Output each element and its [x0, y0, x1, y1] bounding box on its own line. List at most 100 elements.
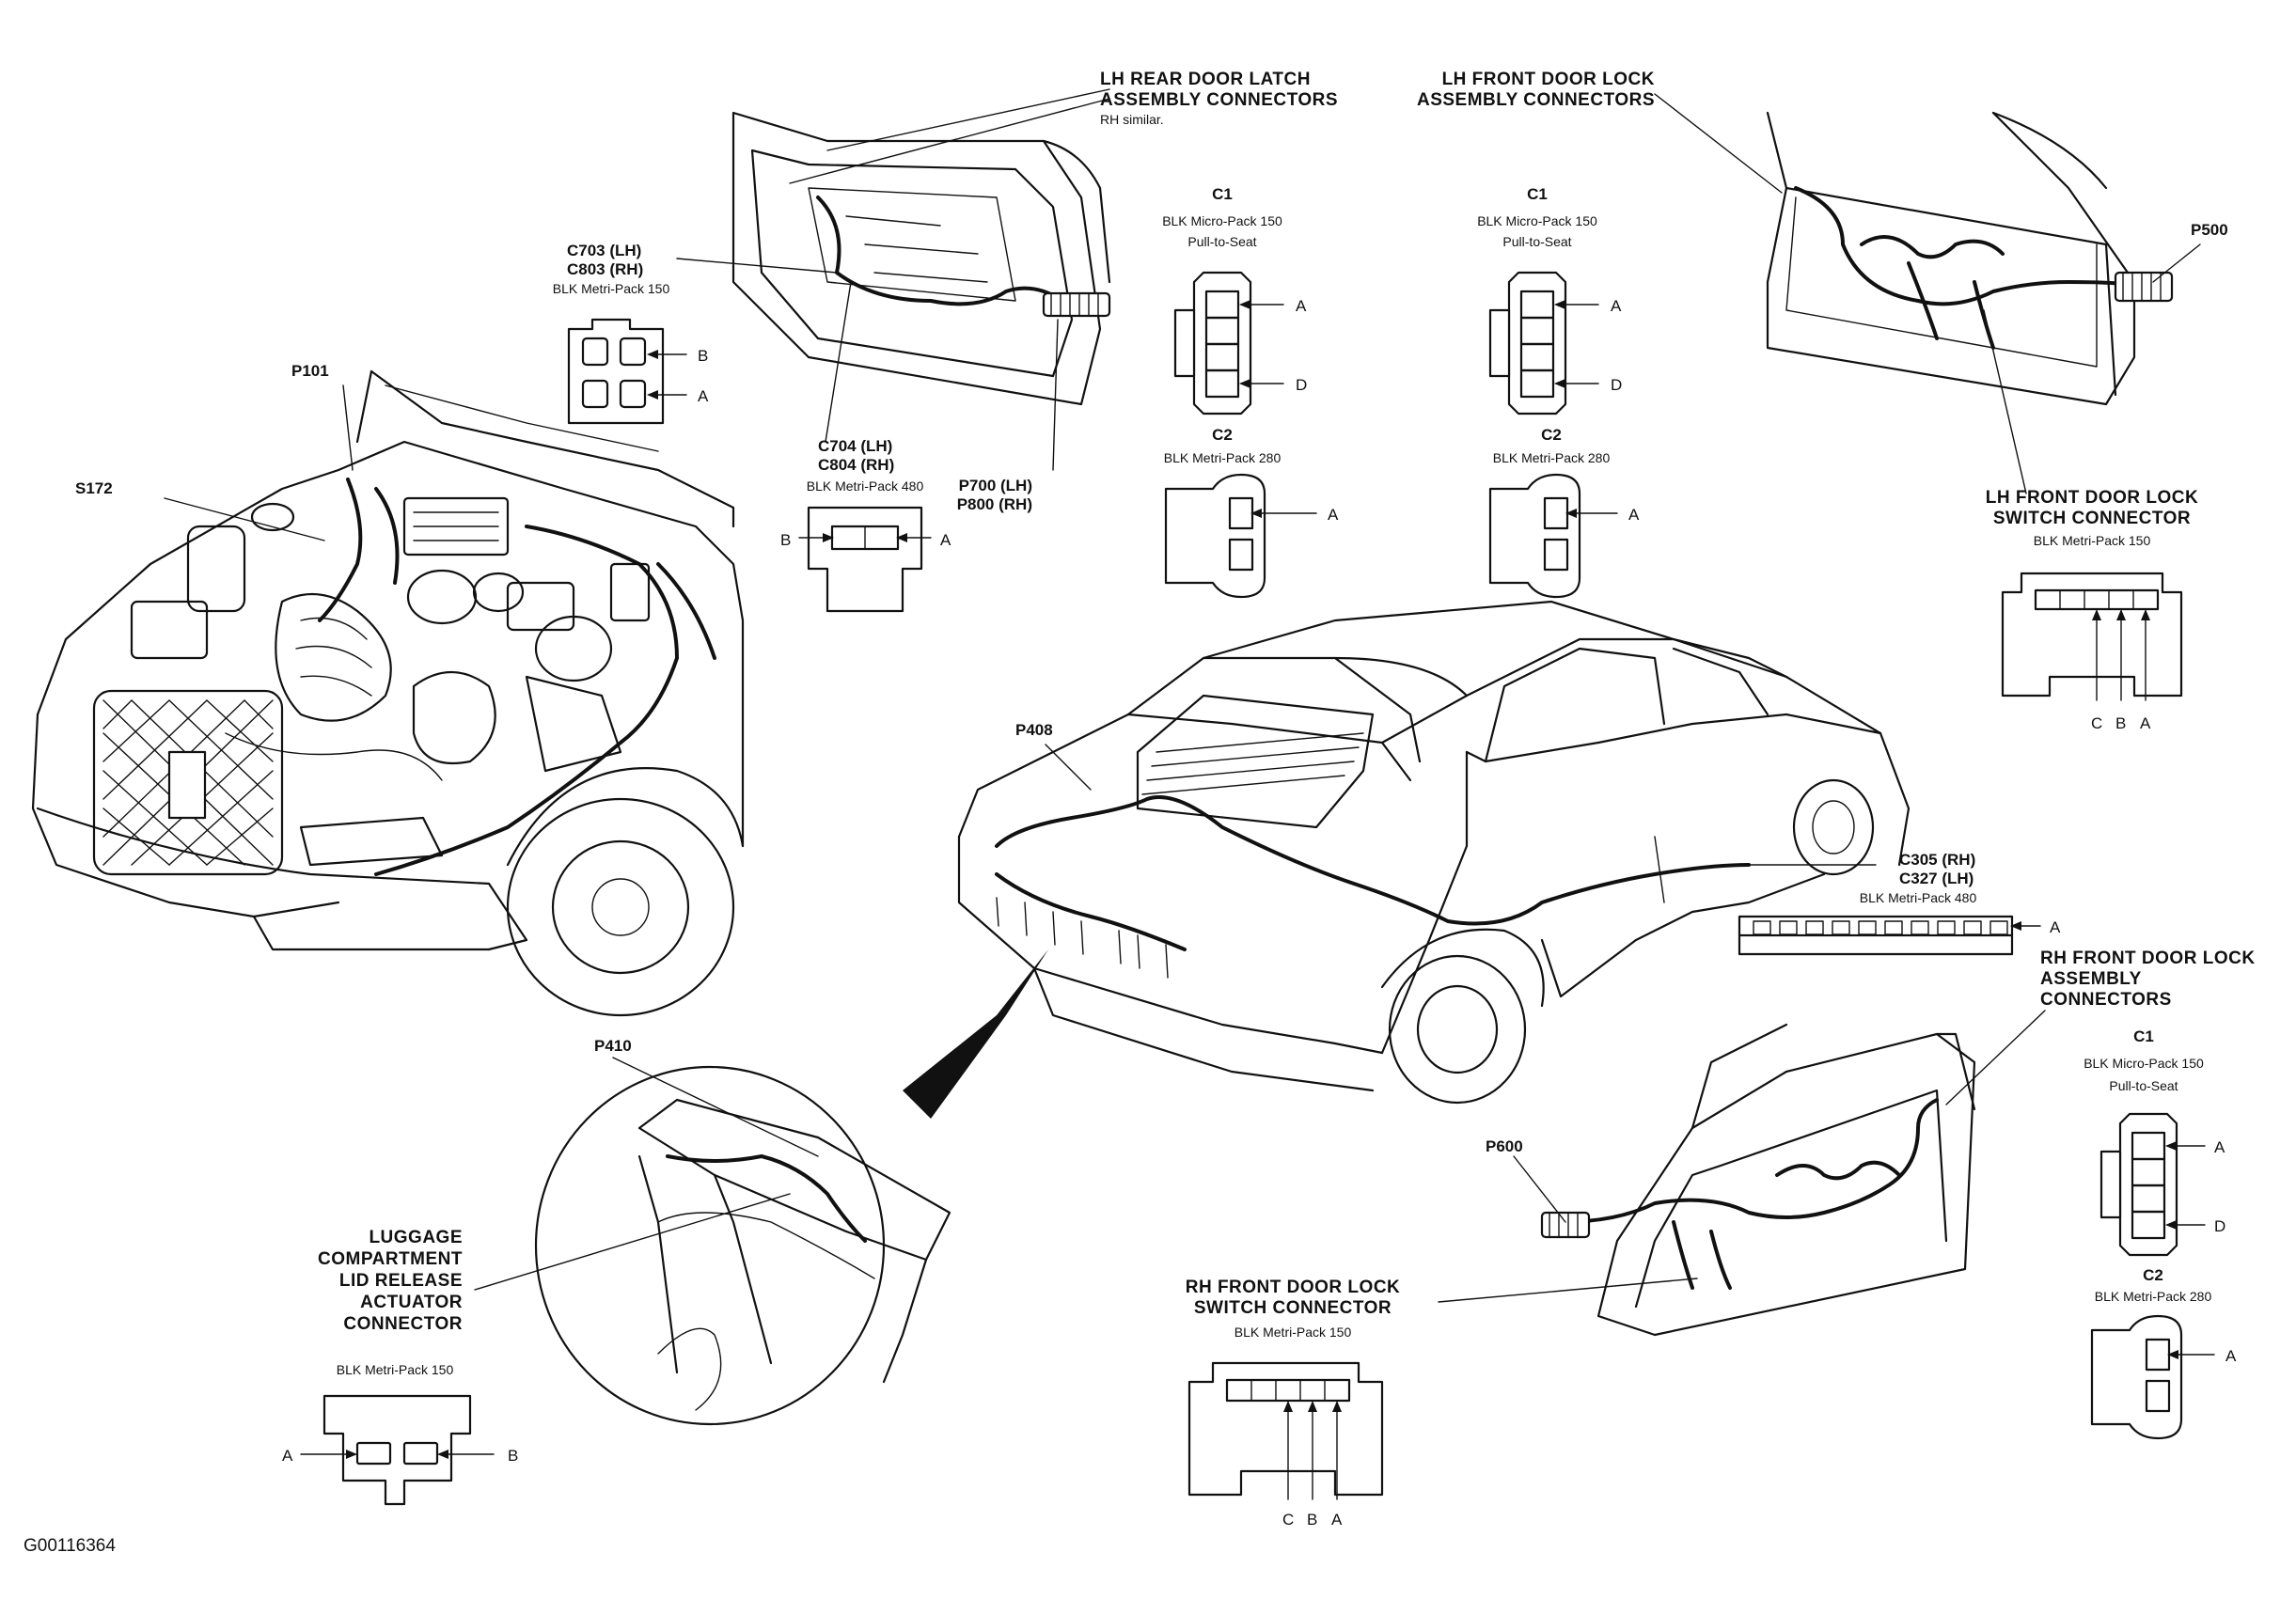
lhf-c1-note: Pull-to-Seat: [1502, 234, 1571, 249]
ref-c803: C803 (RH): [567, 260, 643, 278]
connector-rhf-c1: C1 BLK Micro-Pack 150 Pull-to-Seat A D: [2084, 1027, 2225, 1257]
luggage-line-1: LUGGAGE: [369, 1228, 463, 1247]
rhf-c1-note: Pull-to-Seat: [2109, 1078, 2178, 1093]
connector-c305: BLK Metri-Pack 480 A: [1738, 890, 2061, 956]
rhf-switch-pin-a: A: [1331, 1511, 1343, 1529]
lhf-c1-type: BLK Micro-Pack 150: [1477, 213, 1597, 228]
ref-labels: P101 S172 C703 (LH) C803 (RH) C704 (LH) …: [75, 221, 2228, 1155]
rear-c1-pin-d: D: [1296, 376, 1307, 394]
callout-lh-rear-latch: LH REAR DOOR LATCH ASSEMBLY CONNECTORS R…: [1100, 70, 1338, 127]
rh-front-door-illustration: [1540, 1023, 1976, 1337]
rhf-c1-type: BLK Micro-Pack 150: [2084, 1056, 2204, 1071]
rhf-c2-type: BLK Metri-Pack 280: [2095, 1289, 2212, 1304]
rhf-c1-pin-d: D: [2214, 1217, 2225, 1235]
rhf-switch-type: BLK Metri-Pack 150: [1234, 1325, 1352, 1340]
lhf-switch-pin-a: A: [2140, 714, 2151, 732]
connector-rhf-c2: C2 BLK Metri-Pack 280 A: [2090, 1266, 2237, 1440]
ref-c804: C804 (RH): [818, 456, 894, 474]
vehicle-body-illustration: [957, 600, 1911, 1105]
rear-c1-note: Pull-to-Seat: [1187, 234, 1256, 249]
lhf-c2-id: C2: [1541, 426, 1562, 444]
rh-front-lock-line-3: CONNECTORS: [2040, 990, 2172, 1010]
rear-c1-type: BLK Micro-Pack 150: [1162, 213, 1282, 228]
ref-p800: P800 (RH): [957, 495, 1032, 513]
luggage-lid-detail-illustration: [534, 949, 1048, 1426]
rhf-switch-line-1: RH FRONT DOOR LOCK: [1186, 1278, 1401, 1297]
lhf-c1-pin-d: D: [1611, 376, 1622, 394]
connector-lhf-c1: C1 BLK Micro-Pack 150 Pull-to-Seat A D: [1477, 185, 1622, 416]
c704-pin-a: A: [940, 531, 951, 549]
c703-pin-b: B: [698, 347, 708, 365]
luggage-pin-b: B: [508, 1447, 518, 1465]
luggage-line-2: COMPARTMENT: [318, 1249, 463, 1269]
rhf-c1-id: C1: [2133, 1027, 2154, 1045]
luggage-line-3: LID RELEASE: [339, 1271, 463, 1291]
lhf-c1-id: C1: [1527, 185, 1548, 203]
rh-front-lock-line-1: RH FRONT DOOR LOCK: [2040, 949, 2256, 968]
rear-c2-pin-a: A: [1328, 506, 1339, 524]
rh-front-lock-line-2: ASSEMBLY: [2040, 969, 2142, 989]
ref-p600: P600: [1486, 1137, 1523, 1155]
callout-rh-front-lock: RH FRONT DOOR LOCK ASSEMBLY CONNECTORS: [2040, 949, 2256, 1010]
lhf-switch-pin-c: C: [2091, 714, 2102, 732]
connector-rear-c2: C2 BLK Metri-Pack 280 A: [1164, 426, 1339, 599]
figure-id: G00116364: [24, 1536, 116, 1556]
ref-c704: C704 (LH): [818, 437, 892, 455]
luggage-type: BLK Metri-Pack 150: [337, 1362, 454, 1377]
ref-c305: C305 (RH): [1899, 851, 1975, 869]
ref-p410: P410: [594, 1037, 632, 1055]
ref-p101: P101: [291, 362, 329, 380]
lhf-switch-line-2: SWITCH CONNECTOR: [1993, 509, 2191, 528]
lh-front-door-illustration: [1766, 111, 2174, 406]
ref-p408: P408: [1015, 721, 1053, 739]
rhf-switch-pin-b: B: [1307, 1511, 1317, 1529]
engine-compartment-illustration: [31, 369, 745, 1017]
rear-c2-id: C2: [1212, 426, 1233, 444]
lh-rear-latch-line-3: RH similar.: [1100, 112, 1164, 127]
connector-c703: BLK Metri-Pack 150 B A: [553, 281, 709, 425]
connector-rhf-switch: RH FRONT DOOR LOCK SWITCH CONNECTOR BLK …: [1186, 1278, 1401, 1529]
connector-luggage: LUGGAGE COMPARTMENT LID RELEASE ACTUATOR…: [282, 1228, 518, 1506]
connector-lhf-switch: LH FRONT DOOR LOCK SWITCH CONNECTOR BLK …: [1986, 488, 2198, 732]
lh-front-lock-line-1: LH FRONT DOOR LOCK: [1442, 70, 1655, 89]
ref-c703: C703 (LH): [567, 242, 641, 259]
connector-rear-c1: C1 BLK Micro-Pack 150 Pull-to-Seat A D: [1162, 185, 1307, 416]
rear-c1-pin-a: A: [1296, 297, 1307, 315]
lh-rear-door-illustration: [731, 111, 1111, 406]
lhf-c1-pin-a: A: [1611, 297, 1622, 315]
rhf-c1-pin-a: A: [2214, 1138, 2225, 1156]
lhf-switch-type: BLK Metri-Pack 150: [2034, 533, 2151, 548]
c704-type: BLK Metri-Pack 480: [807, 478, 924, 494]
lh-rear-latch-line-1: LH REAR DOOR LATCH: [1100, 70, 1311, 89]
connector-c704: BLK Metri-Pack 480 B A: [780, 478, 951, 613]
c704-pin-b: B: [780, 531, 791, 549]
rhf-switch-pin-c: C: [1282, 1511, 1294, 1529]
ref-s172: S172: [75, 479, 113, 497]
rear-c1-id: C1: [1212, 185, 1233, 203]
c703-pin-a: A: [698, 387, 709, 405]
ref-p700: P700 (LH): [959, 477, 1032, 494]
lh-rear-latch-line-2: ASSEMBLY CONNECTORS: [1100, 90, 1338, 110]
luggage-line-4: ACTUATOR: [360, 1293, 463, 1312]
rhf-c2-id: C2: [2143, 1266, 2163, 1284]
c305-pin-a: A: [2050, 918, 2061, 936]
rear-c2-type: BLK Metri-Pack 280: [1164, 450, 1282, 465]
callout-lh-front-lock: LH FRONT DOOR LOCK ASSEMBLY CONNECTORS: [1417, 70, 1655, 110]
lhf-switch-line-1: LH FRONT DOOR LOCK: [1986, 488, 2198, 508]
lhf-c2-pin-a: A: [1628, 506, 1640, 524]
luggage-line-5: CONNECTOR: [343, 1314, 463, 1334]
rhf-c2-pin-a: A: [2225, 1347, 2237, 1365]
ref-p500: P500: [2191, 221, 2228, 239]
lh-front-lock-line-2: ASSEMBLY CONNECTORS: [1417, 90, 1655, 110]
leader-lines: [164, 88, 2201, 1303]
connector-lhf-c2: C2 BLK Metri-Pack 280 A: [1488, 426, 1640, 599]
luggage-pin-a: A: [282, 1447, 293, 1465]
lhf-c2-type: BLK Metri-Pack 280: [1493, 450, 1611, 465]
rhf-switch-line-2: SWITCH CONNECTOR: [1194, 1298, 1392, 1318]
c703-type: BLK Metri-Pack 150: [553, 281, 670, 296]
lhf-switch-pin-b: B: [2115, 714, 2126, 732]
ref-c327: C327 (LH): [1899, 870, 1974, 887]
c305-type: BLK Metri-Pack 480: [1860, 890, 1977, 905]
